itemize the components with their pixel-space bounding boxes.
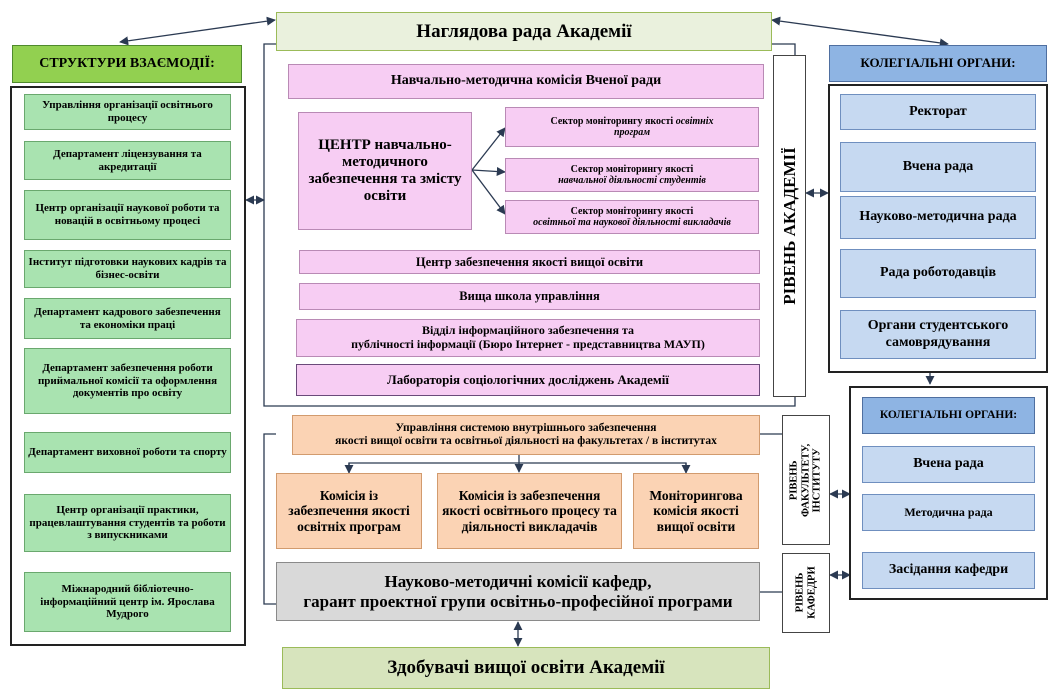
faculty-bracket-line (263, 433, 276, 605)
department-commissions: Науково-методичні комісії кафедр, гарант… (276, 562, 760, 621)
faculty-box-1: Комісія із забезпечення якості освітньог… (437, 473, 622, 549)
sector-1: Сектор моніторингу якості навчальної дія… (505, 158, 759, 192)
department-level-label: РІВЕНЬ КАФЕДРИ (794, 566, 817, 620)
arrow-top-left (119, 16, 276, 46)
right-bottom-item-0: Вчена рада (862, 446, 1035, 483)
right-top-item-4: Органи студентського самоврядування (840, 310, 1036, 359)
sector-2: Сектор моніторингу якості освітньої та н… (505, 200, 759, 234)
info-department: Відділ інформаційного забезпечення та пу… (296, 319, 760, 357)
left-item-5: Департамент забезпечення роботи приймаль… (24, 348, 231, 414)
arrow-sector-3 (471, 169, 506, 215)
left-item-2: Центр організації наукової роботи та нов… (24, 190, 231, 240)
faculty-box-2: Моніторингова комісія якості вищої освіт… (633, 473, 759, 549)
quality-centre: Центр забезпечення якості вищої освіти (299, 250, 760, 274)
fac-branch (348, 462, 687, 472)
left-item-8: Міжнародний бібліотечно-інформаційний це… (24, 572, 231, 632)
left-item-4: Департамент кадрового забезпечення та ек… (24, 298, 231, 339)
left-item-3: Інститут підготовки наукових кадрів та б… (24, 250, 231, 288)
academy-frame-line (263, 43, 796, 407)
left-item-7: Центр організації практики, працевлаштув… (24, 494, 231, 552)
left-item-1: Департамент ліцензування та акредитації (24, 141, 231, 180)
interaction-structures-heading: СТРУКТУРИ ВЗАЄМОДІЇ: (12, 45, 242, 83)
arrow-sector-2 (471, 166, 506, 177)
faculty-level-label: РІВЕНЬ ФАКУЛЬТЕТУ, ІНСТИТУТУ (788, 443, 823, 517)
right-top-item-2: Науково-методична рада (840, 196, 1036, 239)
right-bottom-item-2: Засідання кафедри (862, 552, 1035, 589)
high-school: Вища школа управління (299, 283, 760, 310)
left-item-6: Департамент виховної роботи та спорту (24, 432, 231, 473)
right-top-item-3: Рада роботодавців (840, 249, 1036, 298)
right-bottom-item-1: Методична рада (862, 494, 1035, 531)
right-top-item-0: Ректорат (840, 94, 1036, 130)
methodology-centre: ЦЕНТР навчально-методичного забезпечення… (298, 112, 472, 230)
department-level-frame (782, 553, 830, 633)
arrow-sector-1 (471, 127, 506, 171)
supervisory-board: Наглядова рада Академії (276, 12, 772, 51)
students-box: Здобувачі вищої освіти Академії (282, 647, 770, 689)
right-top-item-1: Вчена рада (840, 142, 1036, 192)
internal-quality-management: Управління системою внутрішнього забезпе… (292, 415, 760, 455)
collegial-bodies-heading: КОЛЕГІАЛЬНІ ОРГАНИ: (829, 45, 1047, 82)
sociology-lab: Лабораторія соціологічних досліджень Ака… (296, 364, 760, 396)
faculty-box-0: Комісія із забезпечення якості освітніх … (276, 473, 422, 549)
arrow-top-right (771, 16, 949, 48)
academy-level-label: РІВЕНЬ АКАДЕМІЇ (779, 147, 799, 305)
academy-level-frame (773, 55, 806, 397)
sector-0: Сектор моніторингу якості освітніх прогр… (505, 107, 759, 147)
faculty-level-frame (782, 415, 830, 545)
academic-council-commission: Навчально-методична комісія Вченої ради (288, 64, 764, 99)
left-item-0: Управління організації освітнього процес… (24, 94, 231, 130)
collegial-bodies-heading-2: КОЛЕГІАЛЬНІ ОРГАНИ: (862, 397, 1035, 434)
